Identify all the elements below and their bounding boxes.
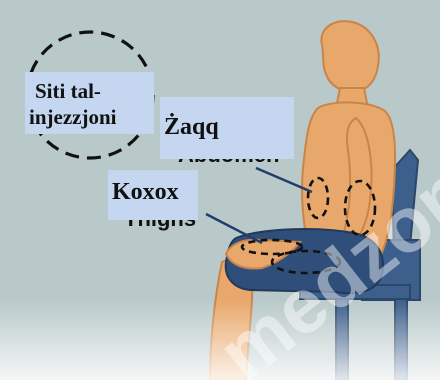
bottom-fade [0,300,440,380]
abdomen-label: Żaqq [164,114,219,140]
sites-label-line1: Siti tal- [35,79,101,103]
head [321,21,378,92]
sites-label-line2: injezzjoni [29,105,117,129]
thighs-label: Koxox [112,179,179,205]
